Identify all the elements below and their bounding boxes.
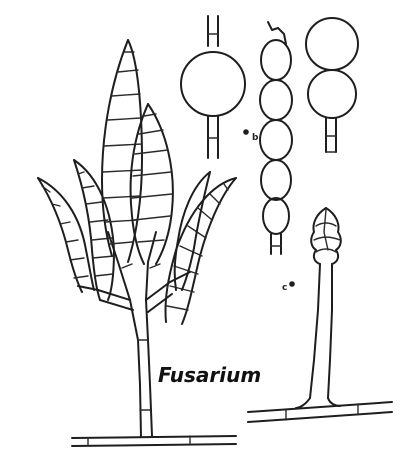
marker-c-dot bbox=[289, 281, 295, 287]
substrate-hypha bbox=[248, 402, 392, 422]
genus-label: Fusarium bbox=[158, 363, 261, 387]
chlamydospore-pair bbox=[306, 18, 358, 152]
macroconidium bbox=[131, 104, 173, 264]
microconidia-head bbox=[311, 208, 341, 264]
chlamydospore-chain bbox=[260, 22, 292, 254]
phialide-stalk bbox=[296, 264, 340, 408]
chlamydospore-intercalary bbox=[181, 16, 245, 158]
macroconidium bbox=[38, 178, 94, 292]
marker-c: c bbox=[282, 283, 287, 293]
marker-b: b bbox=[252, 133, 259, 143]
macroconidium bbox=[102, 40, 142, 262]
substrate-hypha bbox=[72, 436, 236, 446]
marker-b-dot bbox=[243, 129, 249, 135]
